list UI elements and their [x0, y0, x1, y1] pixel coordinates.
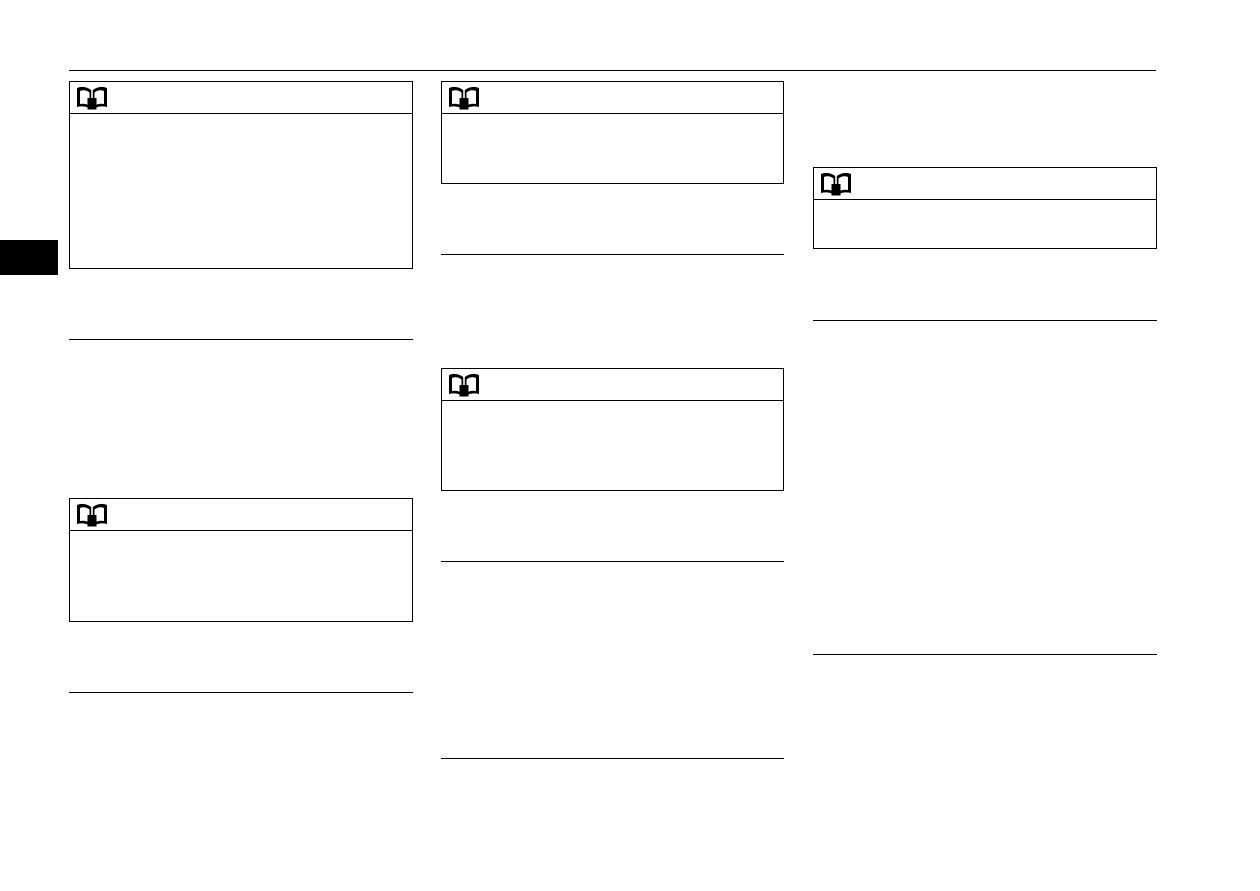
note-box: [441, 368, 784, 491]
section-divider: [441, 254, 784, 255]
book-icon: [77, 86, 107, 110]
note-header: [442, 369, 783, 401]
note-box: [813, 167, 1157, 249]
book-icon: [821, 172, 851, 196]
note-box: [69, 498, 413, 622]
note-box: [69, 81, 413, 269]
header-rule: [69, 70, 1156, 71]
note-header: [70, 82, 412, 114]
note-header: [814, 168, 1156, 200]
section-divider: [441, 561, 784, 562]
note-box: [441, 81, 784, 184]
note-header: [442, 82, 783, 114]
book-icon: [449, 373, 479, 397]
section-divider: [813, 654, 1157, 655]
section-tab: [0, 240, 58, 275]
section-divider: [69, 339, 413, 340]
note-header: [70, 499, 412, 531]
section-divider: [813, 320, 1157, 321]
book-icon: [77, 503, 107, 527]
section-divider: [441, 758, 784, 759]
book-icon: [449, 86, 479, 110]
section-divider: [69, 692, 413, 693]
